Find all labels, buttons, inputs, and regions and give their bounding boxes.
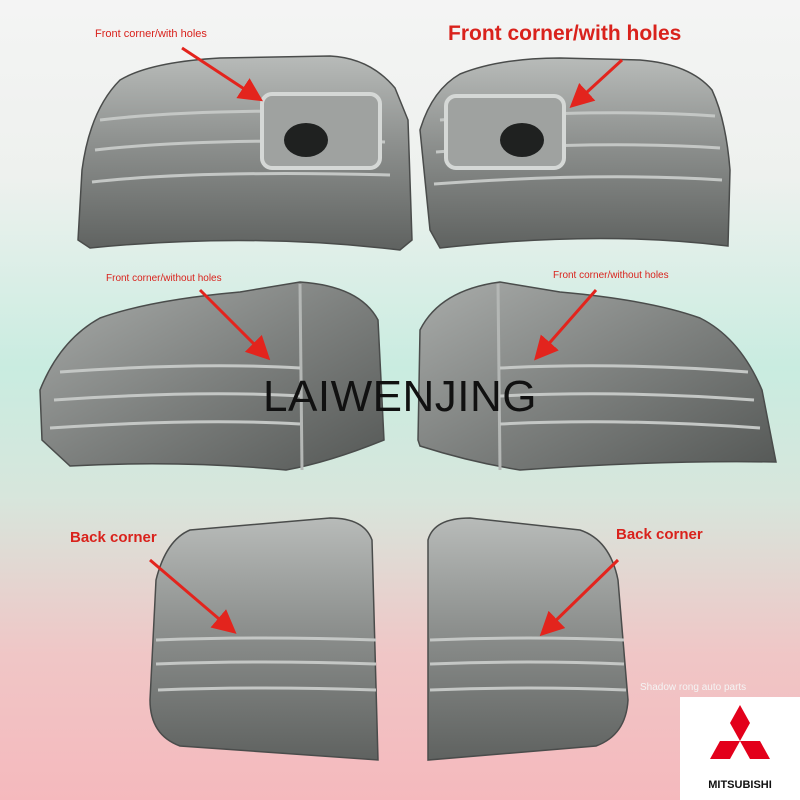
arrow-back-left [149, 558, 237, 634]
mitsubishi-logo-icon [710, 705, 770, 759]
arrow-front-holes-right [569, 58, 624, 109]
back-corner-right [427, 517, 629, 761]
back-corner-left [149, 517, 379, 761]
watermark-text: LAIWENJING [263, 372, 537, 421]
front-corner-without-holes-right [417, 281, 777, 471]
label-front-holes-right: Front corner/with holes [448, 22, 682, 45]
front-corner-with-holes-right [419, 57, 731, 249]
brand-name: MITSUBISHI [708, 779, 772, 791]
front-corner-with-holes-left [77, 55, 413, 251]
label-back-right: Back corner [616, 526, 703, 543]
callout-arrows [149, 46, 624, 637]
label-front-noholes-right: Front corner/without holes [553, 270, 669, 281]
shop-name: Shadow rong auto parts [640, 682, 747, 693]
front-corner-without-holes-left [39, 281, 385, 471]
brand-logo-panel: MITSUBISHI [680, 697, 800, 800]
label-back-left: Back corner [70, 529, 157, 546]
arrow-front-noholes-right [534, 289, 598, 361]
label-front-noholes-left: Front corner/without holes [106, 273, 222, 284]
label-front-holes-left: Front corner/with holes [95, 28, 207, 40]
arrow-front-noholes-left [198, 288, 271, 361]
arrow-back-right [539, 558, 620, 637]
arrow-front-holes-left [181, 46, 264, 102]
